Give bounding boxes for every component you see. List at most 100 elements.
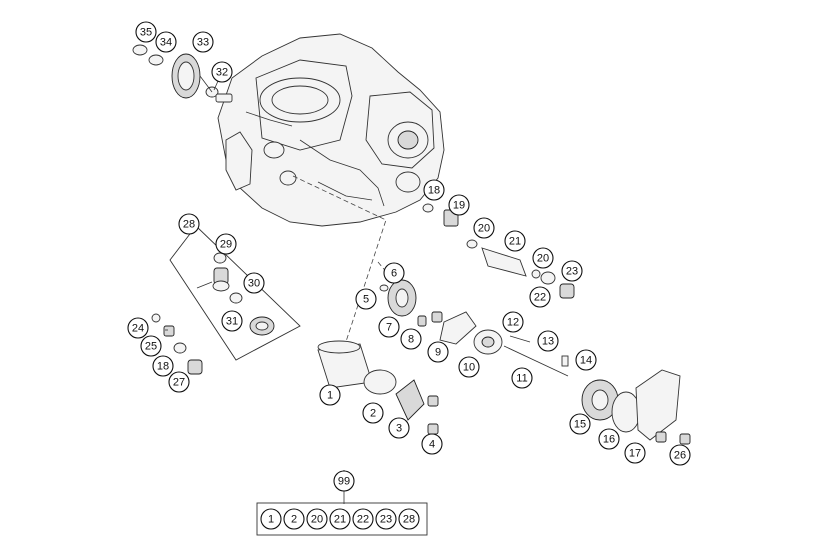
callout-7: 7 (378, 316, 400, 338)
plug-group (151, 313, 203, 375)
callout-16: 16 (598, 428, 620, 450)
callout-10: 10 (458, 356, 480, 378)
callout-label: 7 (386, 322, 392, 334)
callout-19: 19 (448, 194, 470, 216)
pressure-valve-kit (169, 225, 301, 361)
callout-label: 31 (226, 316, 238, 328)
callout-11: 11 (511, 367, 533, 389)
callout-25: 25 (140, 335, 162, 357)
kit-item-label: 1 (268, 514, 274, 526)
callout-2: 2 (362, 402, 384, 424)
callout-13: 13 (537, 330, 559, 352)
callout-label: 28 (183, 219, 195, 231)
callout-label: 10 (463, 362, 475, 374)
callout-label: 20 (478, 223, 490, 235)
callout-22: 22 (529, 286, 551, 308)
callout-20: 20 (473, 217, 495, 239)
callout-label: 23 (566, 266, 578, 278)
callout-99: 99 (333, 470, 355, 492)
callout-label: 32 (216, 67, 228, 79)
callout-label: 21 (509, 236, 521, 248)
callout-6: 6 (383, 262, 405, 284)
callout-label: 4 (429, 439, 435, 451)
callout-label: 14 (580, 355, 592, 367)
callout-label: 12 (507, 317, 519, 329)
pump-cover-group (581, 369, 691, 445)
drive-gear-group (132, 44, 233, 103)
kit-item-22: 22 (352, 508, 374, 530)
callout-27: 27 (168, 371, 190, 393)
kit-item-1: 1 (260, 508, 282, 530)
callout-label: 26 (674, 450, 686, 462)
callout-label: 27 (173, 377, 185, 389)
callout-label: 22 (534, 292, 546, 304)
callout-label: 19 (453, 200, 465, 212)
callout-5: 5 (355, 288, 377, 310)
callout-label: 33 (197, 37, 209, 49)
callout-8: 8 (400, 328, 422, 350)
callout-label: 6 (391, 268, 397, 280)
callout-label: 15 (574, 419, 586, 431)
kit-item-label: 2 (291, 514, 297, 526)
callout-14: 14 (575, 349, 597, 371)
callout-label: 11 (516, 373, 527, 385)
callout-15: 15 (569, 413, 591, 435)
callout-18: 18 (152, 355, 174, 377)
oil-filter-group (317, 340, 439, 435)
callout-label: 20 (537, 253, 549, 265)
callout-label: 35 (140, 27, 152, 39)
callout-label: 1 (327, 390, 333, 402)
callout-9: 9 (427, 341, 449, 363)
kit-box (256, 502, 428, 536)
callout-label: 17 (629, 448, 641, 460)
kit-items-layer: 1 2 20 21 22 23 28 (260, 508, 420, 530)
callout-label: 29 (220, 239, 232, 251)
callout-label: 2 (370, 408, 376, 420)
callout-label: 99 (338, 476, 350, 488)
callout-31: 31 (221, 310, 243, 332)
callout-label: 18 (157, 361, 169, 373)
callout-26: 26 (669, 444, 691, 466)
kit-item-label: 28 (403, 514, 415, 526)
kit-item-23: 23 (375, 508, 397, 530)
callout-label: 9 (435, 347, 441, 359)
callout-18: 18 (423, 179, 445, 201)
callout-label: 34 (160, 37, 172, 49)
pump-drive-group (379, 279, 569, 377)
callout-29: 29 (215, 233, 237, 255)
callout-35: 35 (135, 21, 157, 43)
engine-crankcase (217, 33, 445, 227)
callout-1: 1 (319, 384, 341, 406)
kit-item-20: 20 (306, 508, 328, 530)
kit-item-2: 2 (283, 508, 305, 530)
callout-23: 23 (561, 260, 583, 282)
kit-item-21: 21 (329, 508, 351, 530)
shaft-group (422, 203, 575, 299)
kit-item-label: 22 (357, 514, 369, 526)
kit-item-label: 21 (334, 514, 346, 526)
callout-24: 24 (127, 317, 149, 339)
callout-32: 32 (211, 61, 233, 83)
callout-20: 20 (532, 247, 554, 269)
oil-path-line (292, 175, 387, 373)
callout-label: 25 (145, 341, 157, 353)
callout-label: 30 (248, 278, 260, 290)
callout-4: 4 (421, 433, 443, 455)
callout-label: 3 (396, 423, 402, 435)
kit-item-28: 28 (398, 508, 420, 530)
callout-label: 5 (363, 294, 369, 306)
callout-label: 13 (542, 336, 554, 348)
kit-item-label: 23 (380, 514, 392, 526)
callout-3: 3 (388, 417, 410, 439)
callout-28: 28 (178, 213, 200, 235)
callout-label: 8 (408, 334, 414, 346)
callout-30: 30 (243, 272, 265, 294)
kit-item-label: 20 (311, 514, 323, 526)
callout-label: 18 (428, 185, 440, 197)
callout-33: 33 (192, 31, 214, 53)
callout-label: 24 (132, 323, 144, 335)
callout-17: 17 (624, 442, 646, 464)
